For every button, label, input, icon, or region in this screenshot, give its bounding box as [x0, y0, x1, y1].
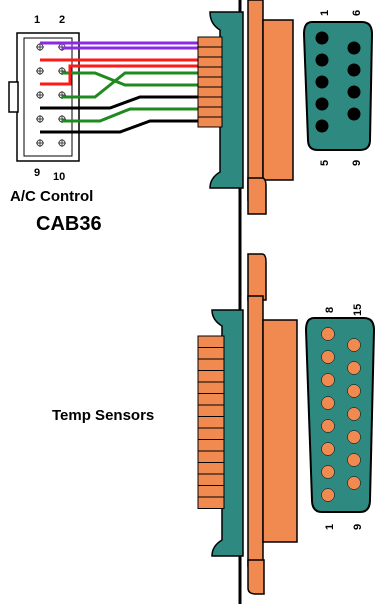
db15-backshell — [197, 253, 298, 595]
db9-pin-tab — [197, 56, 223, 68]
db15-pin-tab — [197, 393, 225, 406]
pin-label-2: 2 — [59, 14, 65, 26]
db15-pin-hole — [347, 338, 361, 352]
db15-pin-hole — [347, 361, 361, 375]
db15-pin-tab — [197, 416, 225, 429]
db15-pin-tab — [197, 358, 225, 371]
db9-pin-hole — [347, 63, 361, 77]
db15-pin-hole — [347, 476, 361, 490]
db9-pin-tab — [197, 106, 223, 118]
db9-pin-tab — [197, 36, 223, 48]
db15-pin-tab — [197, 462, 225, 475]
ac-control-label: A/C Control — [10, 188, 93, 205]
db9-pin-holes — [315, 31, 361, 133]
temp-sensors-label: Temp Sensors — [52, 407, 154, 424]
db15-pin-tab — [197, 404, 225, 417]
ac-control-connector — [8, 32, 80, 162]
pin-label-9: 9 — [34, 167, 40, 179]
db15-pin-tab — [197, 370, 225, 383]
db9-pin-tab — [197, 116, 223, 128]
db15-pin-hole — [321, 488, 335, 502]
db15-pin-tab — [197, 439, 225, 452]
db15-pin-rows — [197, 335, 225, 509]
wire-black — [40, 95, 200, 110]
db15-pin-holes — [321, 327, 361, 502]
db15-pin-tab — [197, 335, 225, 348]
db15-pin-tab — [197, 485, 225, 498]
db9-pin-tab — [197, 86, 223, 98]
db9-label-1: 1 — [319, 10, 331, 16]
db15-pin-tab — [197, 450, 225, 463]
db15-pin-hole — [321, 442, 335, 456]
db15-back-plate — [247, 295, 264, 567]
db9-pin-rows — [197, 36, 223, 128]
db15-label-8: 8 — [324, 307, 336, 313]
db15-pin-hole — [321, 327, 335, 341]
db9-pin-hole — [315, 97, 329, 111]
db15-pin-hole — [347, 384, 361, 398]
db15-pin-tab — [197, 347, 225, 360]
wire-bundle — [40, 41, 200, 134]
db15-pin-hole — [321, 350, 335, 364]
db9-pin-tab — [197, 76, 223, 88]
pin-label-10: 10 — [53, 171, 65, 183]
db15-pin-hole — [321, 465, 335, 479]
wire-red — [40, 64, 200, 86]
db9-pin-hole — [315, 119, 329, 133]
db9-pin-hole — [347, 41, 361, 55]
db9-pin-tab — [197, 96, 223, 108]
db9-pin-tab — [197, 66, 223, 78]
wire-green — [62, 107, 200, 123]
db15-pin-hole — [321, 419, 335, 433]
cab36-label: CAB36 — [36, 213, 102, 235]
db15-pin-hole — [347, 430, 361, 444]
db15-pin-tab — [197, 496, 225, 509]
db15-face: 8 15 1 9 — [304, 304, 376, 530]
db15-label-9: 9 — [352, 524, 364, 530]
db15-pin-hole — [347, 453, 361, 467]
db9-pin-hole — [315, 75, 329, 89]
wire-black — [40, 119, 200, 134]
db9-pin-hole — [315, 31, 329, 45]
db9-label-5: 5 — [319, 160, 331, 166]
db9-backshell — [197, 0, 294, 215]
db9-pin-hole — [347, 107, 361, 121]
pin-label-1: 1 — [34, 14, 40, 26]
db9-label-6: 6 — [351, 10, 363, 16]
db15-label-1: 1 — [324, 524, 336, 530]
db15-pin-hole — [321, 373, 335, 387]
db15-pin-tab — [197, 427, 225, 440]
db9-pin-tab — [197, 46, 223, 58]
db15-pin-tab — [197, 381, 225, 394]
db15-label-15: 15 — [352, 304, 364, 316]
db9-pin-hole — [315, 53, 329, 67]
db9-label-9: 9 — [351, 160, 363, 166]
wire-green — [62, 71, 200, 87]
db15-pin-hole — [347, 407, 361, 421]
db9-face: 1 6 5 9 — [302, 10, 374, 166]
wire-green — [62, 71, 200, 99]
db9-back-plate — [247, 0, 264, 201]
db15-pin-tab — [197, 473, 225, 486]
db15-pin-hole — [321, 396, 335, 410]
db9-pin-hole — [347, 85, 361, 99]
